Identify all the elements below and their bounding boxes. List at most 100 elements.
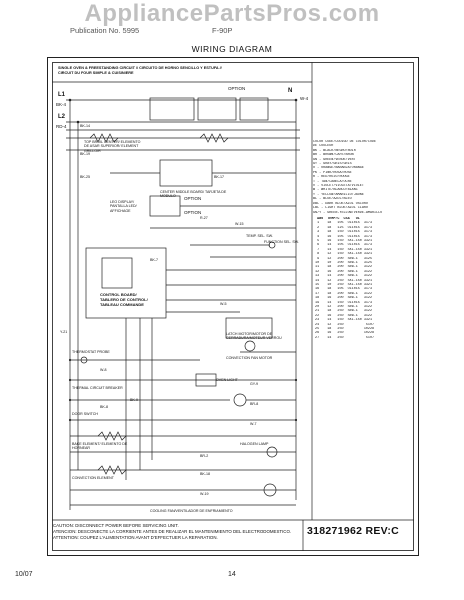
component-label: CONVECTION ELEMENT (72, 476, 114, 480)
legend-color-row: BK - BLACK/NEGRO/NOIR (313, 148, 356, 153)
legend-table-row: 25 18 250 10228 (313, 327, 375, 332)
wire-label: BK-25 (80, 175, 90, 179)
caution-line: ATENCION: DESCONECTE LA CORRIENTE ANTES … (53, 529, 292, 534)
legend-title: DE COULEUR (313, 144, 334, 149)
legend-table-row: 21 18 250 SEW-1 3122 (313, 309, 373, 314)
legend-table-row: 16 18 105 UL1015 3173 (313, 287, 373, 292)
wire-label: W-15 (235, 222, 244, 226)
component-label: DOOR SWITCH (72, 412, 98, 416)
wire-label: BK-17 (214, 175, 224, 179)
option-label: OPTION (184, 210, 202, 215)
legend-color-row: W - WHITE/BLANCO/BLANC (313, 188, 358, 193)
circuit-header-line: SINGLE OVEN & FREESTANDING CIRCUIT // CI… (58, 66, 222, 70)
wire-label: W-5 (220, 302, 227, 306)
component-label: CONVECTION FAN MOTOR (226, 356, 273, 360)
legend-table-row: 13 14 200 SEW-1 3122 (313, 274, 373, 279)
legend-color-row: Y - YELLOW/AMARILLO/JAUNE (313, 192, 364, 197)
wire-label: BK-7 (150, 258, 158, 262)
diagram-inner-frame (52, 62, 414, 551)
component-label: LEO DISPLAY/ PANTALLA LED/ AFFICHAGE (110, 200, 137, 213)
legend-table-row: 14 12 250 SXL-150 3321 (313, 278, 373, 283)
legend-table-row: 19 14 150 UL1015 3173 (313, 300, 373, 305)
legend-table-row: 5 16 150 SXL-150 3321 (313, 238, 373, 243)
legend-color-row: GN - GREEN/VERDE/VERT (313, 157, 356, 162)
rd-label: RD-4 (56, 124, 67, 129)
legend-table-row: 3 18 150 UL1015 3173 (313, 230, 373, 235)
legend-color-row: V - VIOLET/VIOLETA/VIOLET (313, 184, 364, 189)
l1-label: L1 (58, 92, 66, 98)
legend-table-row: 26 16 250 10228 (313, 331, 375, 336)
component-label: TEMP. SEL. SW. (246, 234, 273, 238)
legend-table-row: 12 16 200 SEW-1 3122 (313, 269, 373, 274)
wire-label: W-7 (250, 422, 257, 426)
caution-line: CAUTION: DISCONNECT POWER BEFORE SERVICI… (53, 523, 179, 528)
legend-color-row: PK - PINK/ROSA/ROSE (313, 170, 352, 175)
legend-table-row: 20 12 200 SEW-1 3122 (313, 305, 373, 310)
component-label: THERMOSTAT PROBE (72, 350, 110, 354)
legend-table-row: 18 16 200 SEW-1 3122 (313, 296, 373, 301)
wire-label: Y-21 (60, 330, 68, 334)
legend-table-row: 6 14 105 UL1015 3173 (313, 243, 373, 248)
footer-date: 10/07 (15, 571, 33, 578)
component-label: CENTER MIDDLE BOARD/ TARJETA DE MODULO (160, 190, 227, 199)
wire-label: W-19 (200, 492, 209, 496)
watermark: AppliancePartsPros.com (84, 0, 380, 27)
option-label: OPTION (184, 196, 202, 201)
wire-label: BK-14 (80, 124, 90, 128)
control-board-label: CONTROL BOARD/ TABLERO DE CONTROL/ TABLE… (100, 292, 148, 307)
component-label: COOLING FAN/VENTILADOR DE ENFRIAMIENTO (150, 509, 233, 513)
legend-table-row: 7 14 150 SXL-150 3321 (313, 247, 373, 252)
component-label: HALOGEN LAMP (240, 442, 269, 446)
wire-label: BK-8 (100, 405, 108, 409)
legend-color-row: BL - BLUE/AZUL/BLEU (313, 197, 352, 202)
component-label: TOP BROIL CENTER/ ELEMENTO DE ASAR SUPER… (84, 140, 141, 153)
legend-color-row: R - RED/ROJO/ROUGE (313, 175, 350, 180)
caution-notice: CAUTION: DISCONNECT POWER BEFORE SERVICI… (53, 523, 303, 550)
wire-label: R-27 (200, 216, 208, 220)
legend-color-row: O - ORANGE/NARANJA/ORANGE (313, 166, 364, 171)
component-label: BAKE ELEMENT/ ELEMENTO DE HORNEAR (72, 442, 128, 451)
legend-table-row: 23 14 150 SXL-150 3321 (313, 318, 373, 323)
legend-table-row: 24 12 250 5107 (313, 322, 375, 327)
circuit-header: SINGLE OVEN & FREESTANDING CIRCUIT // CI… (58, 66, 298, 75)
legend-color-row: GN/Y - GREEN-YELLOW/VERDE-AMARILLO (313, 210, 383, 215)
legend-table-row: 10 10 200 SEW-1 3125 (313, 260, 373, 265)
legend-table-row: 4 16 105 UL1015 3173 (313, 234, 373, 239)
legend-table-row: 22 16 250 SEW-1 3122 (313, 313, 373, 318)
component-label: OVEN LIGHT (216, 378, 238, 382)
diagram-frame (47, 57, 419, 556)
wire-label: W-8 (100, 368, 107, 372)
legend-color-row: T - TAN/CANELA/OCRE (313, 179, 352, 184)
color-code-legend: COLOR CODE/CODIGO DE COLOR/CODE DE COULE… (313, 140, 411, 340)
n-label: N (288, 88, 293, 94)
legend-table-row: 17 18 200 SEW-1 3122 (313, 291, 373, 296)
wire-label: BK-18 (200, 472, 210, 476)
legend-table-header: AWG TEMP/C CSA UL (313, 216, 360, 221)
wire-label: BK-19 (80, 152, 90, 156)
circuit-header-line: CIRCUIT DU FOUR SIMPLE & CUISINIERE (58, 70, 134, 75)
part-number: 318271962 REV:C (307, 525, 400, 537)
component-label: FUNCTION SEL. SW. (264, 240, 299, 244)
component-label: THERMAL CIRCUIT BREAKER (72, 386, 123, 390)
publication-label: Publication No. 5995 (70, 26, 140, 35)
legend-table-row: 8 12 150 SXL-150 3321 (313, 252, 373, 257)
wh-label: W-4 (300, 96, 309, 101)
legend-title: COLOR CODE/CODIGO DE COLOR/CODE (313, 140, 377, 144)
legend-color-row: LBL - LIGHT BLUE/AZUL CLARO (313, 206, 368, 211)
page-title: WIRING DIAGRAM (191, 44, 273, 54)
legend-table-row: 27 14 250 5107 (313, 335, 375, 340)
wire-label: GY-9 (250, 382, 259, 386)
legend-color-row: GY - GRAY/GRIS/GRIS (313, 162, 352, 167)
option-label: OPTION (228, 86, 246, 91)
model-label: F-90P (212, 26, 233, 35)
wire-label: BR-2 (200, 454, 209, 458)
component-label: LATCH MOTOR/MOTOR DE CERRADURA/MOTEUR VE… (226, 332, 282, 341)
wire-label: BK-9 (130, 398, 138, 402)
l2-label: L2 (58, 114, 66, 120)
legend-table-row: 2 18 125 UL1015 3173 (313, 225, 373, 230)
legend-color-row: DBL - DARK BLUE/AZUL OSCURO (313, 201, 368, 206)
wire-label: BR-8 (250, 402, 259, 406)
legend-table-row: 1 18 105 UL1015 3173 (313, 221, 373, 226)
legend-color-row: BR - BROWN/CAFE/BRUN (313, 153, 354, 158)
